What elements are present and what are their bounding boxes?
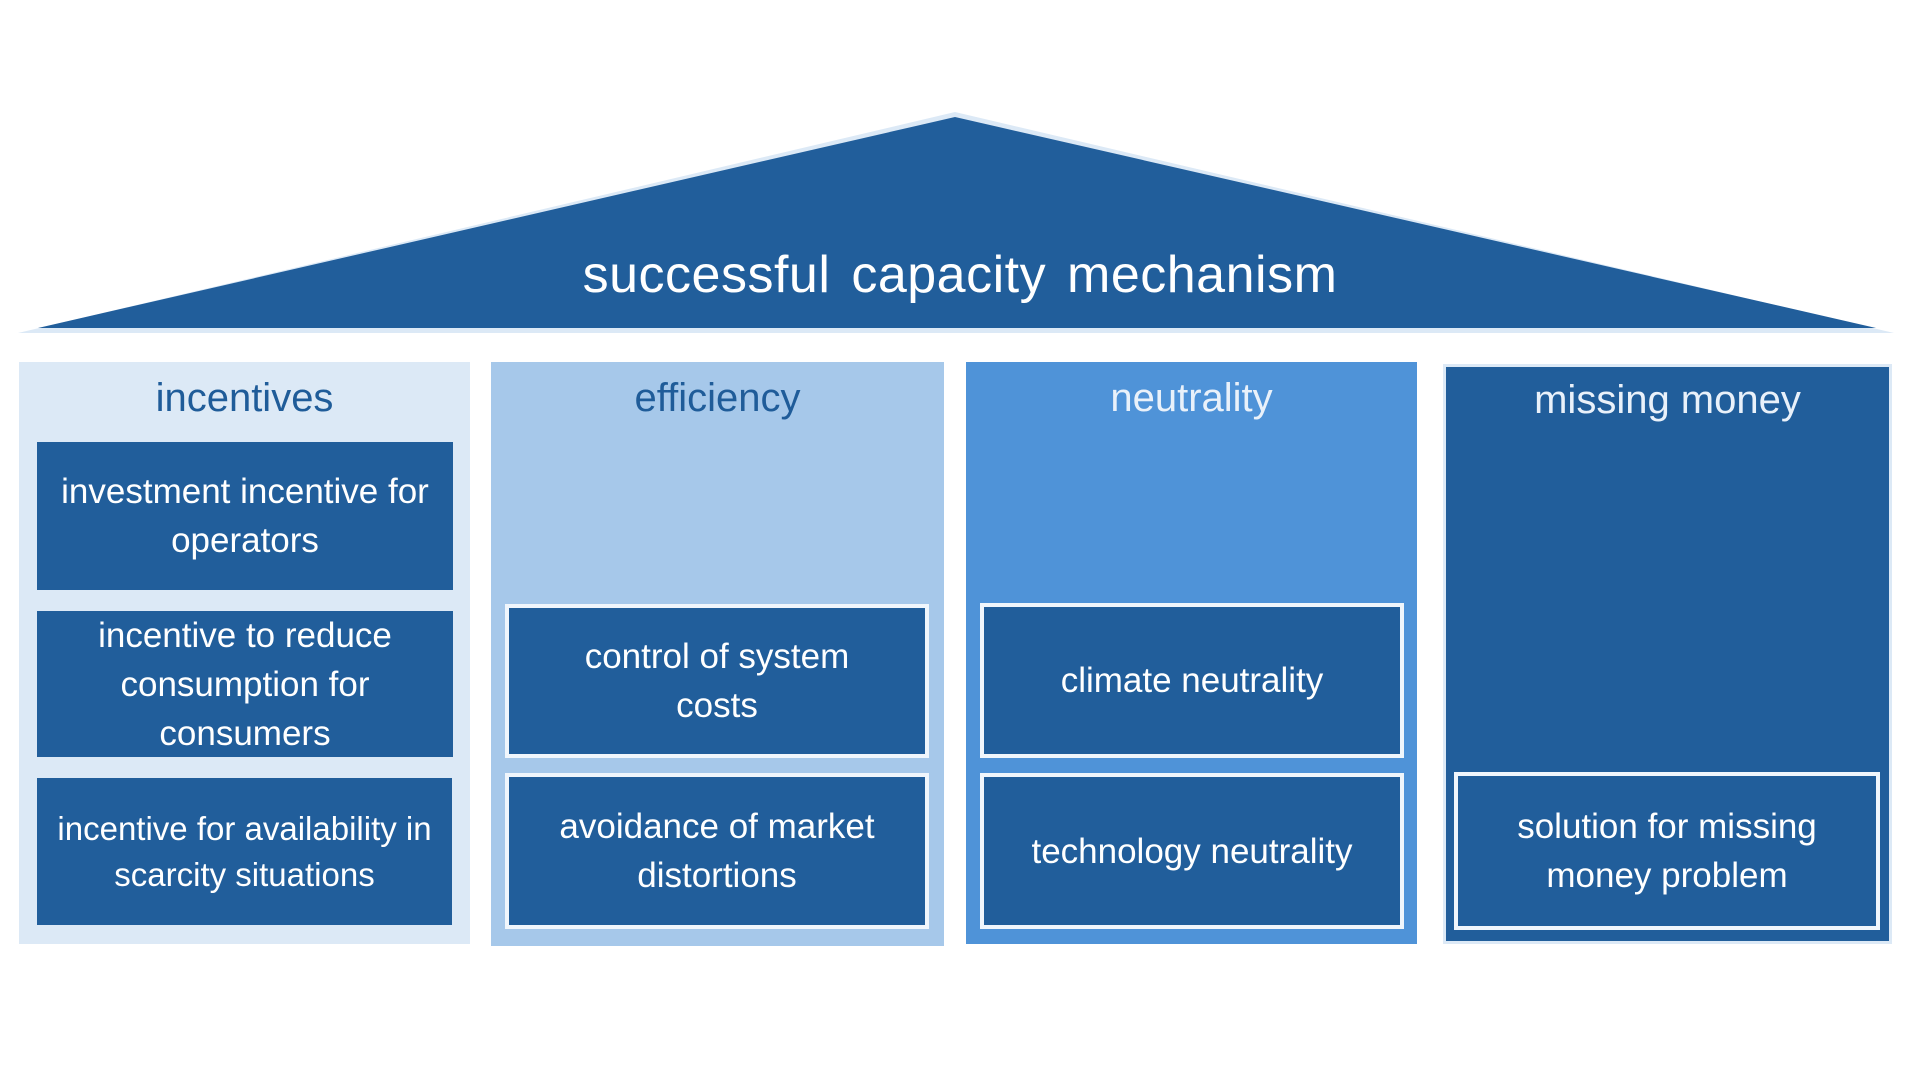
item-availability-incentive: incentive for availability in scarcity s… [37,778,452,925]
pillar-title: missing money [1534,378,1801,422]
item-system-costs: control of system costs [505,604,929,758]
item-climate-neutrality: climate neutrality [980,603,1404,758]
item-investment-incentive: investment incentive for operators [37,442,453,590]
item-market-distortions: avoidance of market distortions [505,773,929,929]
pillar-efficiency: efficiency control of system costs avoid… [491,362,944,946]
pillar-title: neutrality [1110,376,1273,420]
item-consumption-incentive: incentive to reduce consumption for cons… [37,611,453,757]
pillar-title: incentives [155,376,334,420]
roof [18,112,1894,333]
item-missing-money-solution: solution for missing money problem [1454,772,1880,930]
pillar-missing-money: missing money solution for missing money… [1443,364,1892,944]
pillar-incentives: incentives investment incentive for oper… [19,362,470,944]
pillar-title: efficiency [634,376,801,420]
roof-triangle [38,117,1876,328]
pillar-neutrality: neutrality climate neutrality technology… [966,362,1417,944]
item-technology-neutrality: technology neutrality [980,773,1404,929]
roof-title: successful capacity mechanism [582,246,1338,304]
